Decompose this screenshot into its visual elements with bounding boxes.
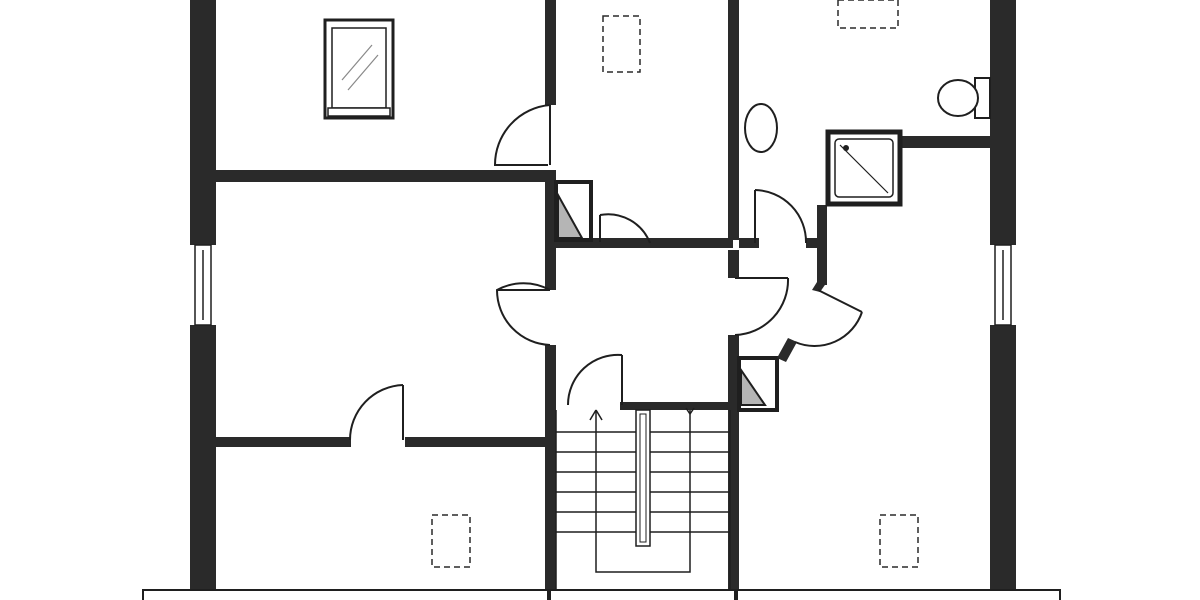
- skylights: [431, 0, 919, 568]
- door-stair: [566, 353, 623, 406]
- wall-stair-top: [620, 402, 730, 410]
- door-middle-left: [495, 282, 551, 346]
- wall-top-left-horizontal: [216, 170, 556, 182]
- door-bath: [754, 189, 808, 244]
- door-right-room: [794, 289, 863, 347]
- wall-center-right-lower: [728, 335, 739, 590]
- wall-bath-stub: [739, 238, 759, 248]
- bottom-strip: [142, 589, 1061, 600]
- wall-bath-horizontal: [900, 136, 990, 148]
- staircase: [555, 407, 731, 590]
- shaft-lower: [740, 366, 767, 406]
- skylight-bath: [837, 0, 899, 29]
- interior-walls: [216, 0, 990, 590]
- wall-hall-left-lower: [545, 345, 556, 590]
- skylight-top-center: [602, 15, 641, 73]
- windows: [194, 244, 1012, 326]
- wall-hall-top-left: [555, 238, 600, 248]
- exterior-wall-right-top: [990, 0, 1016, 245]
- wall-bottom-left-horizontal-b: [405, 437, 545, 447]
- shafts: [554, 180, 827, 412]
- roof-window: [323, 18, 395, 120]
- toilet-icon: [937, 77, 991, 119]
- wall-center-right-upper: [728, 0, 739, 240]
- sink-icon: [744, 103, 778, 153]
- doors: [349, 104, 863, 441]
- wall-hall-top-right: [598, 238, 733, 248]
- wall-center-right-stub: [728, 250, 739, 278]
- exterior-walls: [190, 0, 1016, 590]
- exterior-wall-right-bottom: [990, 325, 1016, 590]
- skylight-bottom-left: [431, 514, 471, 568]
- wall-bath-vertical: [817, 205, 827, 285]
- wall-bath-stub-2: [806, 238, 820, 248]
- shaft-upper: [557, 191, 584, 239]
- door-hall-right: [734, 277, 790, 336]
- exterior-wall-left-bottom: [190, 325, 216, 590]
- door-hall-top: [599, 213, 651, 244]
- skylight-bottom-right: [879, 514, 919, 568]
- wall-bottom-left-horizontal-a: [216, 437, 351, 447]
- bath-fixtures: [744, 77, 991, 207]
- wall-hall-left-upper: [545, 0, 556, 105]
- door-top-left: [493, 104, 551, 166]
- wall-hall-left-middle: [545, 170, 556, 290]
- shower-icon: [825, 129, 903, 207]
- exterior-wall-left-top: [190, 0, 216, 245]
- door-bottom-left: [349, 384, 404, 441]
